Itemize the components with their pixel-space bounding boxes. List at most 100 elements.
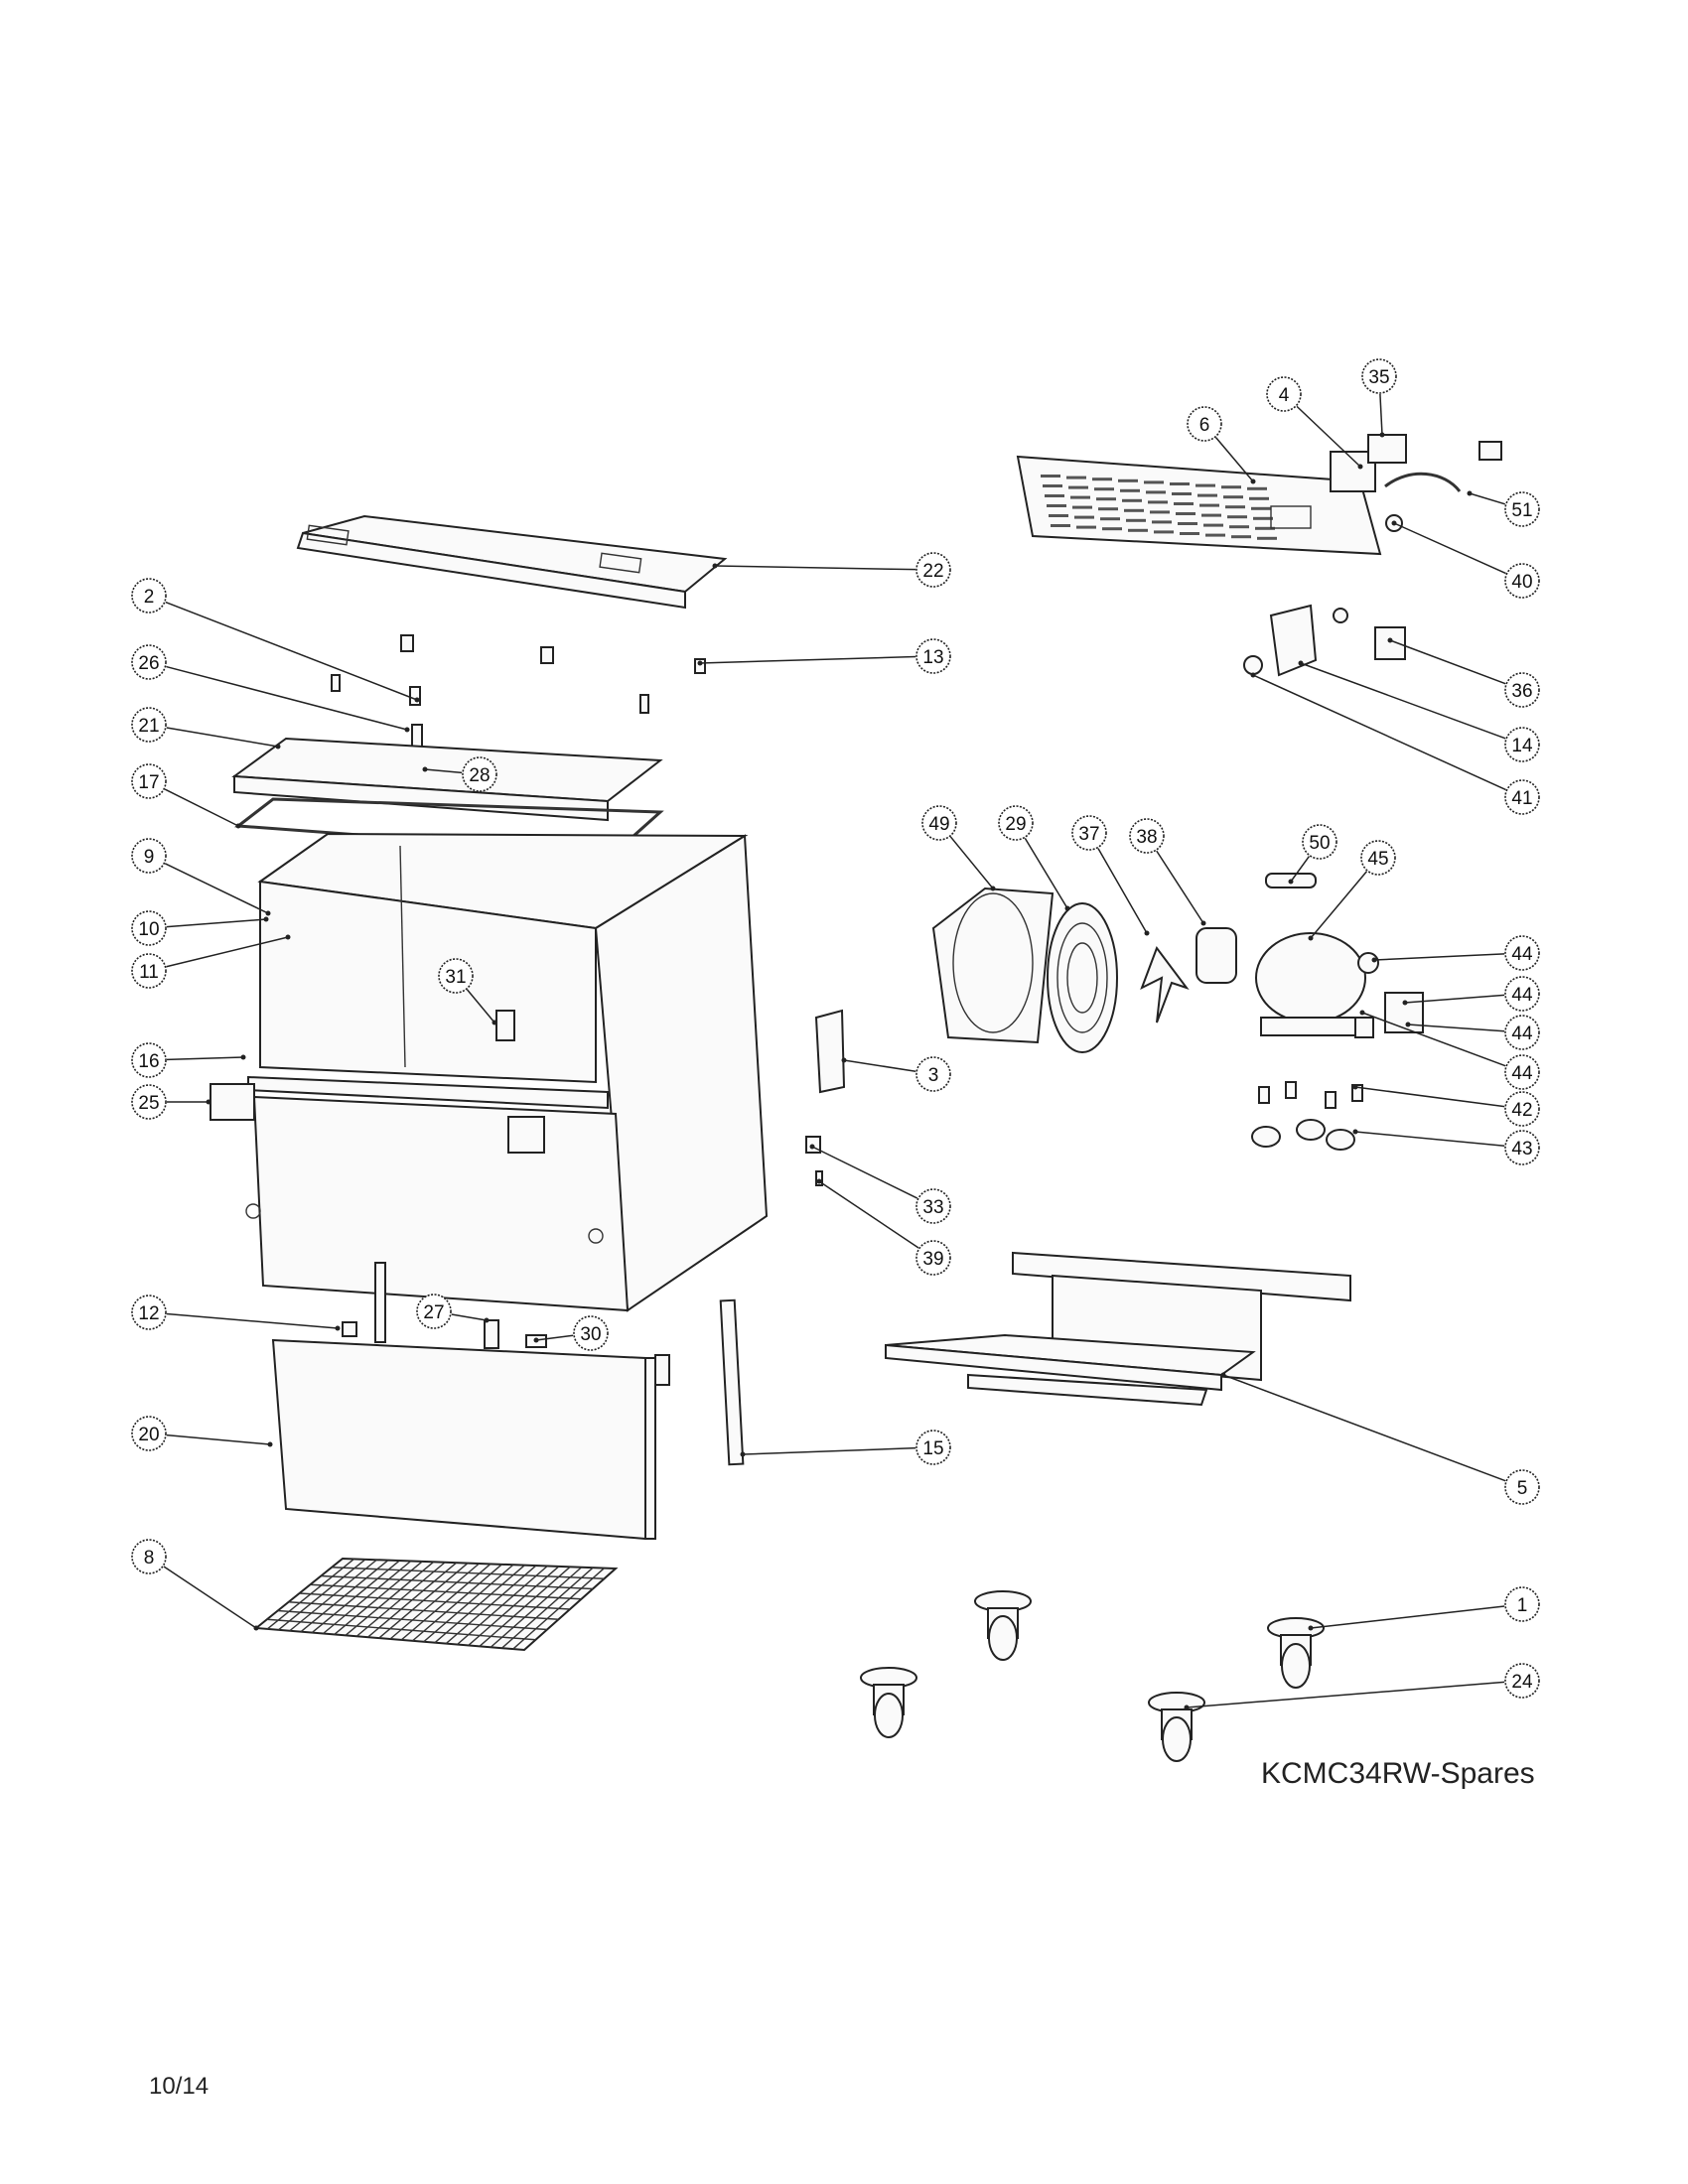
- vertical-strip-part: [719, 1298, 745, 1466]
- leader-line: [1186, 1681, 1505, 1708]
- relay-box-parts: [1243, 604, 1406, 677]
- electrical-box-parts: [1330, 434, 1502, 532]
- callout-number: 42: [1511, 1100, 1532, 1121]
- leader-line: [1404, 994, 1505, 1004]
- leader-line: [843, 1059, 916, 1072]
- leader-line: [699, 655, 916, 664]
- callout-number: 8: [144, 1548, 155, 1569]
- callout-number: 14: [1511, 736, 1533, 756]
- callout-number: 49: [928, 814, 949, 835]
- leader-line: [1469, 492, 1505, 505]
- top-cover-part: [296, 514, 728, 610]
- leader-line: [1156, 850, 1204, 924]
- callout-number: 16: [138, 1051, 159, 1072]
- callout-number: 43: [1511, 1139, 1532, 1160]
- leader-line: [166, 936, 289, 968]
- pin-part: [815, 1170, 823, 1186]
- callout-number: 1: [1517, 1595, 1528, 1616]
- leader-line: [163, 1566, 257, 1629]
- callout-c5: 5: [1220, 1372, 1540, 1505]
- callout-number: 25: [138, 1093, 159, 1114]
- leader-line: [466, 989, 495, 1024]
- callout-c35: 35: [1361, 358, 1397, 438]
- callout-number: 24: [1511, 1672, 1533, 1693]
- callout-number: 13: [922, 647, 943, 668]
- leader-line: [1354, 1131, 1505, 1148]
- callout-number: 2: [144, 587, 155, 608]
- callout-c44d: 44: [1359, 1010, 1540, 1090]
- callout-c14: 14: [1298, 660, 1540, 762]
- callout-c17: 17: [131, 763, 241, 829]
- callout-c31: 31: [438, 958, 497, 1025]
- callout-number: 45: [1367, 849, 1388, 870]
- callout-number: 20: [138, 1425, 159, 1445]
- door-panel-part: [271, 1319, 670, 1541]
- callout-c13: 13: [697, 638, 951, 674]
- callout-number: 36: [1511, 681, 1532, 702]
- leader-line: [166, 1056, 244, 1061]
- callout-number: 39: [922, 1249, 943, 1270]
- leader-line: [818, 1180, 919, 1249]
- condenser-fan-assembly: [931, 887, 1237, 1053]
- leader-line: [1379, 393, 1383, 436]
- louvered-back-panel: [1016, 455, 1382, 556]
- wire-shelf-part: [253, 1557, 619, 1652]
- leader-line: [165, 601, 418, 701]
- callout-c4: 4: [1266, 376, 1363, 470]
- callout-number: 51: [1511, 500, 1532, 521]
- callout-c42: 42: [1352, 1084, 1540, 1127]
- callout-number: 44: [1511, 1063, 1533, 1084]
- callout-c41: 41: [1250, 672, 1540, 815]
- leader-line: [1215, 437, 1254, 482]
- callout-c12: 12: [131, 1295, 341, 1331]
- callout-c38: 38: [1129, 818, 1206, 926]
- callout-c11: 11: [131, 934, 291, 989]
- leader-line: [949, 836, 994, 889]
- trim-strip-part: [814, 1009, 846, 1094]
- callout-number: 5: [1517, 1478, 1528, 1499]
- leader-line: [164, 788, 239, 827]
- callout-number: 28: [469, 765, 490, 786]
- callout-number: 26: [138, 653, 159, 674]
- callout-c20: 20: [131, 1416, 273, 1451]
- leader-line: [1407, 1024, 1505, 1032]
- leader-line: [424, 768, 463, 774]
- leader-line: [166, 918, 267, 928]
- callout-number: 12: [138, 1303, 159, 1324]
- callout-c26: 26: [131, 644, 410, 733]
- callout-number: 9: [144, 847, 155, 868]
- callout-number: 11: [139, 962, 159, 983]
- callout-c49: 49: [921, 805, 996, 891]
- casters: [860, 1590, 1325, 1762]
- callout-c29: 29: [998, 805, 1070, 911]
- callout-c44c: 44: [1405, 1015, 1540, 1050]
- callout-number: 27: [423, 1302, 444, 1323]
- callout-c10: 10: [131, 910, 269, 946]
- callout-number: 21: [138, 716, 159, 737]
- leader-line: [164, 863, 269, 914]
- callout-c9: 9: [131, 838, 271, 916]
- callout-c28: 28: [422, 756, 497, 792]
- leader-line: [811, 1146, 918, 1199]
- cabinet-body: [210, 832, 769, 1343]
- leader-line: [1354, 1086, 1505, 1108]
- callout-number: 15: [922, 1438, 943, 1459]
- leader-line: [166, 665, 408, 731]
- callout-number: 10: [138, 919, 159, 940]
- mounting-brackets: [331, 634, 706, 714]
- leader-line: [166, 1312, 339, 1329]
- callout-number: 6: [1199, 415, 1210, 436]
- leader-line: [1097, 848, 1148, 934]
- callout-c8: 8: [131, 1539, 259, 1631]
- callout-c21: 21: [131, 707, 281, 750]
- callout-number: 40: [1511, 572, 1532, 593]
- callout-number: 33: [922, 1197, 943, 1218]
- leader-line: [714, 565, 916, 571]
- callout-c30: 30: [533, 1315, 609, 1351]
- callout-c3: 3: [841, 1056, 951, 1092]
- callout-c16: 16: [131, 1042, 246, 1078]
- callout-c22: 22: [712, 552, 951, 588]
- callout-number: 41: [1511, 788, 1532, 809]
- callout-c40: 40: [1391, 520, 1540, 599]
- callout-number: 29: [1005, 814, 1026, 835]
